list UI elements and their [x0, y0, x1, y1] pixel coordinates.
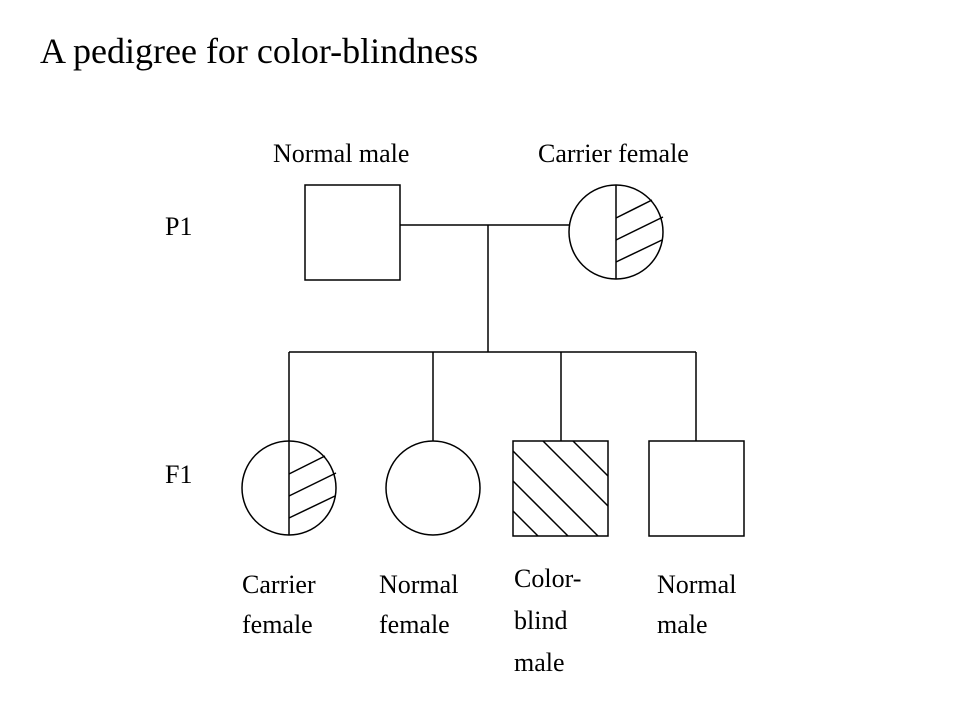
mother-symbol [568, 184, 664, 280]
child-1-label: Carrier female [242, 570, 316, 639]
father-symbol [304, 184, 401, 281]
child-3-label: Color- blind male [514, 564, 582, 677]
child-4-label: Normal male [657, 570, 737, 639]
mother-label: Carrier female [538, 139, 689, 168]
child-2-label: Normal female [379, 570, 459, 639]
child-4-symbol [648, 440, 745, 537]
diagram-title: A pedigree for color-blindness [40, 31, 479, 71]
father-label: Normal male [273, 139, 410, 168]
generation-label-p1: P1 [165, 212, 193, 241]
generation-label-f1: F1 [165, 460, 193, 489]
child-3-symbol [512, 440, 609, 537]
child-2-symbol [385, 440, 481, 536]
child-1-symbol [241, 440, 337, 536]
